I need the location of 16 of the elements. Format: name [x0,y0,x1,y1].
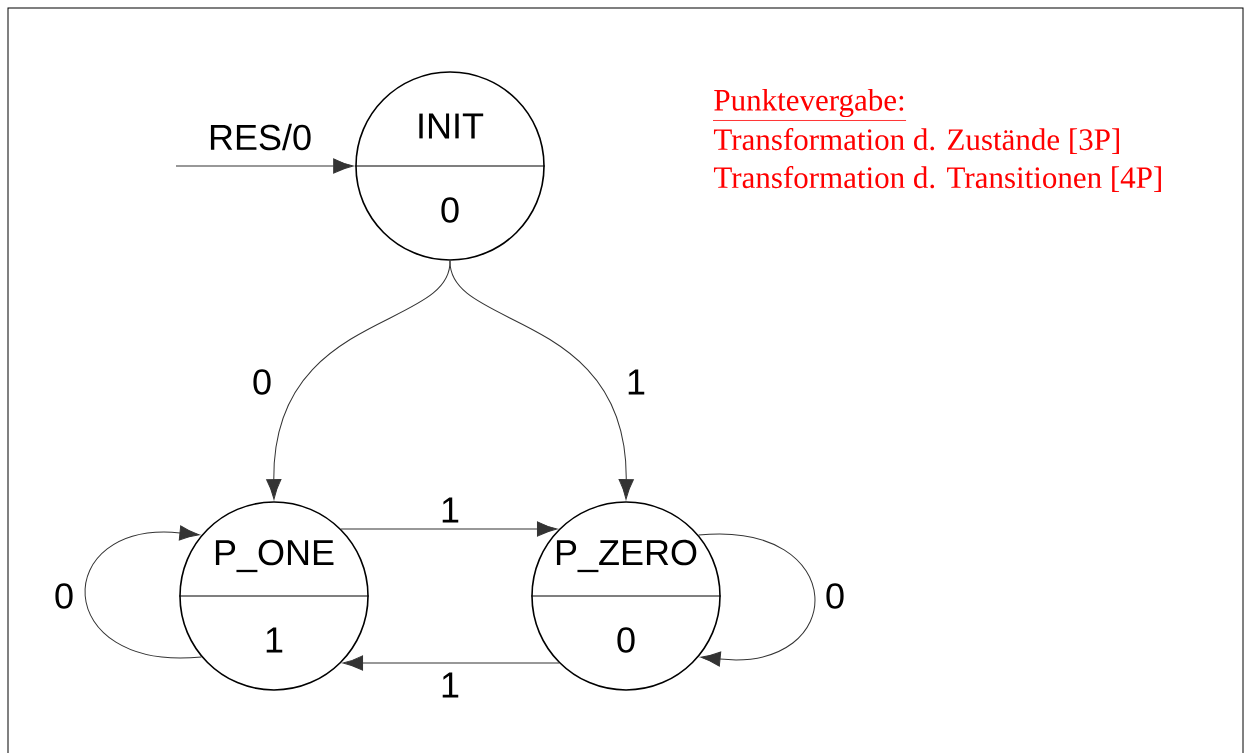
edge-label: RES/0 [206,121,314,153]
arrow [342,655,560,671]
note-text: Transformation d. Transitionen [4P] [713,166,1161,192]
arrow [340,521,558,537]
arrow [698,534,816,667]
note-text: Transformation d. Zustände [3P] [713,128,1119,154]
arrow [449,260,634,500]
edge-label: 1 [438,670,462,700]
arrow [175,158,354,174]
edge-label: 0 [823,581,847,611]
arrow [84,525,202,658]
edge-label: 0 [250,367,274,397]
edge-label: 1 [438,495,462,525]
edge-label: 0 [52,581,76,611]
edge-label: 1 [624,367,648,397]
note-text: Punktevergabe: [712,88,907,121]
